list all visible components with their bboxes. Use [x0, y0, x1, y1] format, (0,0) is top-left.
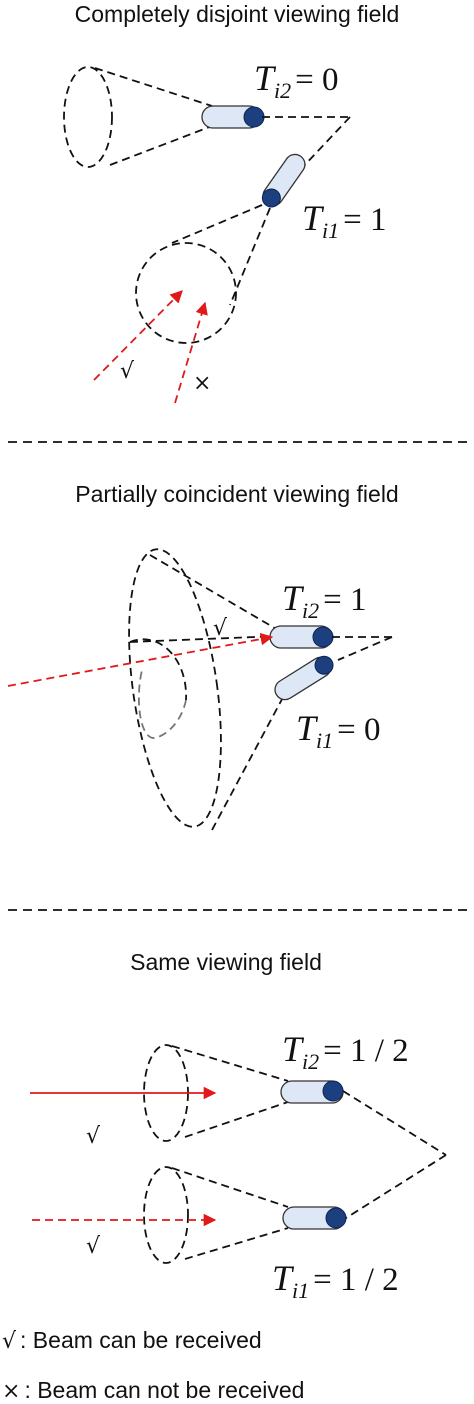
cone-edge [109, 125, 213, 166]
label-ti1: Ti1= 0 [296, 708, 381, 753]
legend-symbol: × [2, 1379, 20, 1404]
label-value: = 1 [323, 582, 366, 618]
legend-text: : Beam can not be received [24, 1377, 304, 1403]
legend-text: : Beam can be received [20, 1327, 262, 1353]
received-mark: √ [86, 1234, 101, 1259]
cone-edge [184, 1101, 289, 1138]
legend-received: √: Beam can be received [2, 1327, 262, 1354]
not-received-mark: × [193, 371, 211, 396]
section-disjoint: Completely disjoint viewing field √ × Ti… [63, 1, 400, 404]
legend-not-received: ×: Beam can not be received [2, 1377, 304, 1404]
field-of-view-ellipse [143, 1166, 189, 1264]
label-value: = 1 / 2 [313, 1262, 399, 1298]
cone-edge [184, 1227, 289, 1260]
receiver-i2 [269, 625, 334, 649]
label-value: = 1 [343, 202, 386, 238]
received-mark: √ [86, 1124, 101, 1149]
svg-text:Ti2= 1 / 2: Ti2= 1 / 2 [282, 1029, 409, 1074]
section-title-disjoint: Completely disjoint viewing field [75, 1, 400, 27]
field-of-view-ellipse [63, 66, 113, 168]
field-of-view-ellipse [128, 548, 222, 828]
label-ti2: Ti2= 1 / 2 [282, 1029, 409, 1074]
beam-received [93, 290, 183, 381]
label-symbol: T [254, 58, 277, 98]
section-title-partial: Partially coincident viewing field [75, 481, 398, 507]
field-of-view-ellipse-hidden [137, 669, 187, 739]
receiver-i1 [282, 1206, 347, 1230]
section-same: Same viewing field √ √ Ti2= 1 / 2 [30, 949, 447, 1303]
label-value: = 0 [337, 712, 380, 748]
svg-text:Ti1= 1: Ti1= 1 [302, 198, 387, 243]
svg-text:Ti1= 0: Ti1= 0 [296, 708, 381, 753]
label-subscript: i2 [302, 1049, 319, 1074]
field-of-view-ellipse [129, 638, 187, 701]
label-symbol: T [282, 1029, 305, 1069]
label-subscript: i1 [292, 1278, 309, 1303]
cone-edge [149, 554, 279, 631]
receiver-i1 [274, 655, 334, 701]
field-of-view-circle [135, 242, 237, 344]
cone-edge [342, 1090, 447, 1156]
receiver-i2 [280, 1080, 344, 1104]
legend-symbol: √ [2, 1329, 17, 1354]
cone-edge [229, 207, 271, 306]
legend: √: Beam can be received ×: Beam can not … [2, 1327, 304, 1404]
label-symbol: T [296, 708, 319, 748]
cone-edge [171, 204, 263, 244]
label-ti2: Ti2= 1 [282, 578, 367, 623]
section-title-same: Same viewing field [130, 949, 322, 975]
cone-edge [211, 687, 289, 831]
received-mark: √ [213, 616, 228, 641]
cone-edge [299, 116, 351, 171]
label-subscript: i2 [274, 78, 291, 103]
cone-edge [345, 1154, 447, 1219]
label-value: = 1 / 2 [323, 1033, 409, 1069]
beam-received [7, 632, 274, 687]
section-partial: Partially coincident viewing field √ Ti2… [7, 481, 399, 831]
cone-edge [94, 67, 213, 107]
cone-edge [171, 1167, 289, 1208]
label-value: = 0 [295, 62, 338, 98]
label-symbol: T [302, 198, 325, 238]
svg-text:Ti1= 1 / 2: Ti1= 1 / 2 [272, 1258, 399, 1303]
label-subscript: i1 [316, 728, 333, 753]
label-ti2: Ti2= 0 [254, 58, 339, 103]
receiver-i2 [201, 105, 265, 129]
label-symbol: T [272, 1258, 295, 1298]
svg-text:Ti2= 1: Ti2= 1 [282, 578, 367, 623]
label-ti1: Ti1= 1 / 2 [272, 1258, 399, 1303]
cone-edge [171, 1045, 289, 1082]
svg-text:Ti2= 0: Ti2= 0 [254, 58, 339, 103]
label-subscript: i2 [302, 598, 319, 623]
label-ti1: Ti1= 1 [302, 198, 387, 243]
beam-not-received [174, 301, 208, 404]
label-subscript: i1 [322, 218, 339, 243]
cone-edge [337, 636, 393, 661]
label-symbol: T [282, 578, 305, 618]
received-mark: √ [120, 359, 135, 384]
receiver-i1 [261, 153, 306, 208]
